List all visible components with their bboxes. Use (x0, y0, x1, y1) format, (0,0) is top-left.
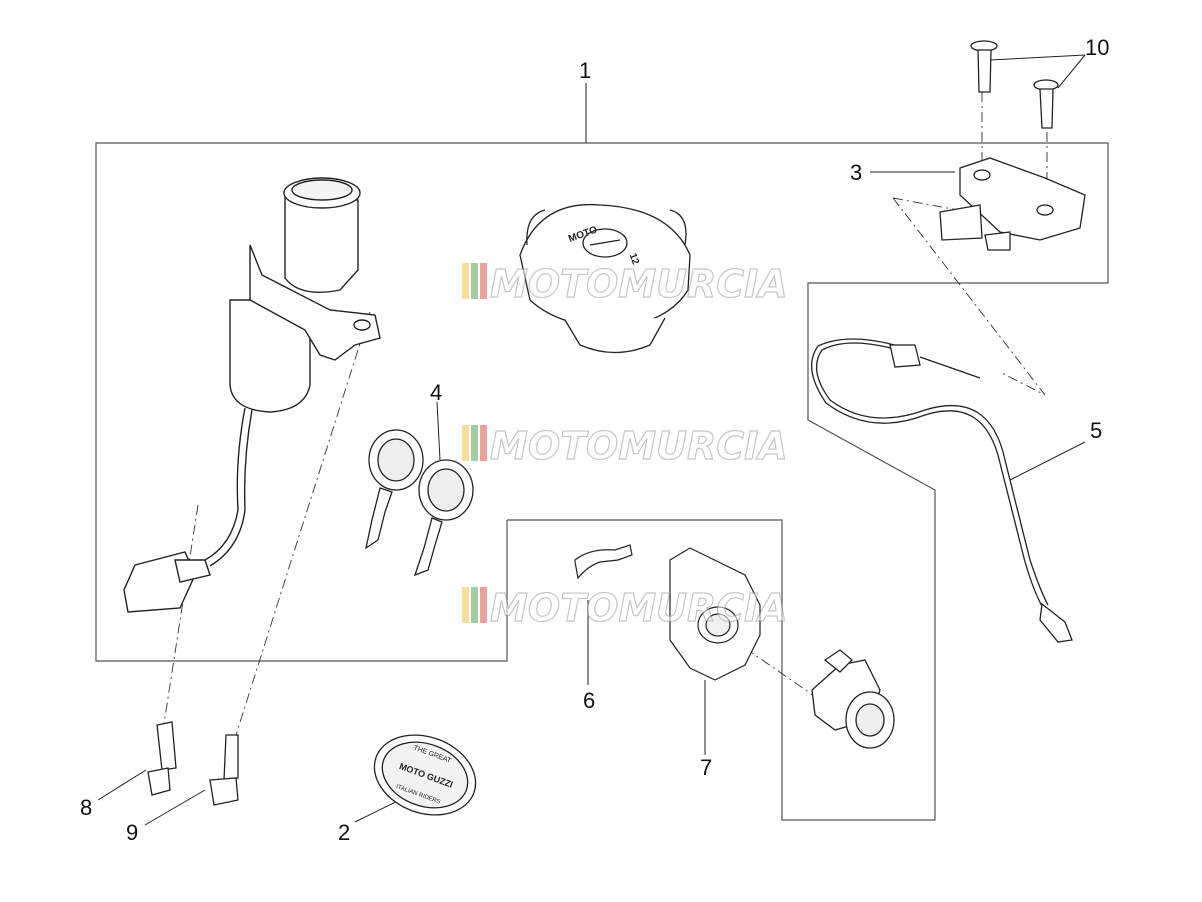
mounting-plate-part-7 (669, 547, 761, 681)
cable-part-5 (811, 338, 1073, 643)
callout-9: 9 (126, 820, 138, 845)
watermark-stripe-1 (462, 425, 469, 461)
watermark-bottom: MOTOMURCIA (462, 585, 788, 631)
callout-5: 5 (1090, 418, 1102, 443)
watermark-stripe-2 (471, 263, 478, 299)
watermark-top: MOTOMURCIA (462, 261, 788, 307)
callout-3: 3 (850, 160, 862, 185)
ignition-switch-assembly (123, 177, 381, 613)
assembly-frame-lines (95, 142, 1109, 821)
clip-part-6 (574, 544, 633, 580)
watermark-text: MOTOMURCIA (490, 262, 788, 306)
fuel-cap-number-text: 12 (627, 252, 641, 267)
watermark-stripe-3 (480, 425, 487, 461)
callout-4: 4 (430, 380, 442, 405)
callout-2: 2 (338, 820, 350, 845)
watermark-stripe-2 (471, 587, 478, 623)
watermark-middle: MOTOMURCIA (462, 423, 788, 469)
watermark-stripe-1 (462, 263, 469, 299)
callout-6: 6 (583, 688, 595, 713)
watermark-stripe-3 (480, 263, 487, 299)
bolt-part-8 (147, 721, 177, 796)
fuel-cap: MOTO 12 (519, 203, 691, 354)
bracket-part (939, 157, 1086, 251)
callout-10: 10 (1085, 35, 1109, 60)
badge-part-2: THE GREAT MOTO GUZZI ITALIAN RIDERS (373, 734, 477, 816)
watermark-text: MOTOMURCIA (490, 586, 788, 630)
watermark-stripe-1 (462, 587, 469, 623)
lock-cylinder (811, 649, 895, 749)
callout-8: 8 (80, 795, 92, 820)
watermark-text: MOTOMURCIA (490, 424, 788, 468)
watermark-stripe-3 (480, 587, 487, 623)
callout-1: 1 (579, 58, 591, 83)
bolt-part-9 (209, 734, 239, 806)
screws-part-10 (970, 40, 1059, 129)
callout-7: 7 (700, 755, 712, 780)
watermark-stripe-2 (471, 425, 478, 461)
key-set (365, 429, 474, 577)
